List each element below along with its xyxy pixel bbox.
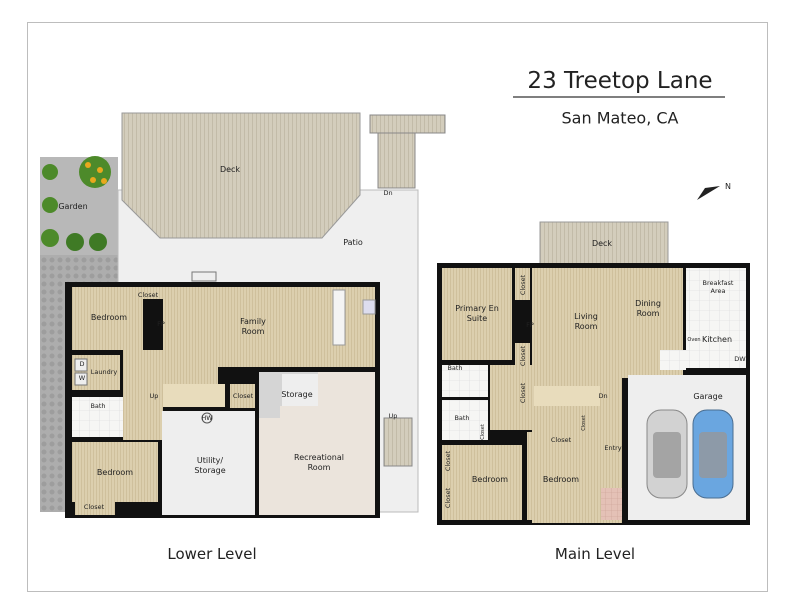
family-room-label: Family Room [240, 317, 266, 336]
page-border [27, 22, 768, 592]
blue-car [692, 409, 734, 499]
main-bedroom-1[interactable] [442, 445, 522, 520]
patio-label: Patio [343, 238, 363, 247]
entry-label: Entry [604, 443, 622, 452]
bath-label: Bath [90, 401, 106, 410]
closet-label: Closet [580, 415, 587, 431]
lower-bath[interactable] [72, 397, 123, 437]
property-city: San Mateo, CA [561, 108, 679, 128]
dn-label: Dn [598, 391, 608, 400]
bedroom-label: Bedroom [471, 475, 509, 484]
closet-label: Closet [518, 345, 527, 367]
closet-label: Closet [443, 487, 452, 509]
garden-label: Garden [58, 202, 88, 211]
property-address: 23 Treetop Lane [527, 68, 713, 94]
deck-label: Deck [219, 165, 241, 174]
fireplace-label: FP [526, 320, 534, 329]
lower-level-caption: Lower Level [167, 545, 257, 563]
breakfast-area-label: Breakfast Area [702, 278, 734, 295]
outdoor-stairs-top[interactable] [369, 114, 446, 134]
bath-label: Bath [447, 363, 463, 372]
washer-label: W [78, 373, 86, 382]
lower-stairs[interactable] [163, 384, 225, 407]
water-heater-label: HW [201, 413, 213, 422]
main-stairs[interactable] [534, 386, 600, 406]
gray-car [646, 409, 688, 499]
fireplace-label: FP [157, 319, 165, 328]
stairs-dn-label: Dn [383, 188, 393, 197]
main-level-caption: Main Level [554, 545, 636, 563]
closet-label: Closet [443, 450, 452, 472]
bath-2[interactable] [442, 400, 488, 440]
closet-label: Closet [518, 382, 527, 404]
dishwasher-label: DW [734, 354, 746, 363]
bath-1[interactable] [442, 365, 488, 397]
garden-plants [41, 156, 111, 251]
bedroom-label: Bedroom [542, 475, 580, 484]
deck [121, 112, 361, 239]
outdoor-stairs[interactable] [377, 132, 416, 189]
kitchen[interactable] [686, 268, 746, 368]
main-deck [539, 221, 669, 265]
storage-label: Storage [281, 390, 313, 399]
primary-en-suite[interactable] [442, 268, 512, 360]
lower-hall [123, 350, 163, 440]
entry-steps [601, 488, 622, 520]
closet-label: Closet [232, 391, 254, 400]
water-heater [201, 412, 213, 424]
dining-room-label: Dining Room [635, 299, 661, 318]
closet-label: Closet [83, 502, 105, 511]
closet-label: Closet [137, 290, 159, 299]
dryer-label: D [79, 359, 85, 368]
garage-label: Garage [693, 392, 723, 401]
kitchen-label: Kitchen [701, 335, 733, 344]
primary-en-suite-label: Primary En Suite [455, 304, 499, 323]
window-well [191, 271, 217, 282]
north-arrow-icon [697, 186, 720, 200]
living-room-label: Living Room [574, 312, 598, 331]
utility-storage[interactable] [162, 411, 255, 515]
main-deck-label: Deck [591, 239, 613, 248]
lower-bedroom-2[interactable] [72, 442, 158, 502]
bath-label: Bath [454, 413, 470, 422]
closet-label: Closet [479, 424, 486, 440]
main-bedroom-2[interactable] [527, 432, 599, 520]
lower-bedroom-1[interactable] [72, 287, 143, 350]
laundry-label: Laundry [90, 367, 118, 376]
oven-label: Oven [687, 336, 701, 343]
recreational-room-label: Recreational Room [294, 453, 344, 472]
counter [332, 289, 346, 346]
up-label: Up [149, 391, 159, 400]
living-dining-room[interactable] [532, 268, 683, 378]
stairs-up-label: Up [388, 411, 398, 420]
closet-label: Closet [550, 435, 572, 444]
north-label: N [725, 182, 731, 191]
patio-stairs[interactable] [383, 417, 413, 467]
bedroom-label: Bedroom [90, 313, 128, 322]
bedroom-label: Bedroom [96, 468, 134, 477]
utility-storage-label: Utility/ Storage [194, 456, 226, 475]
closet-label: Closet [518, 274, 527, 296]
